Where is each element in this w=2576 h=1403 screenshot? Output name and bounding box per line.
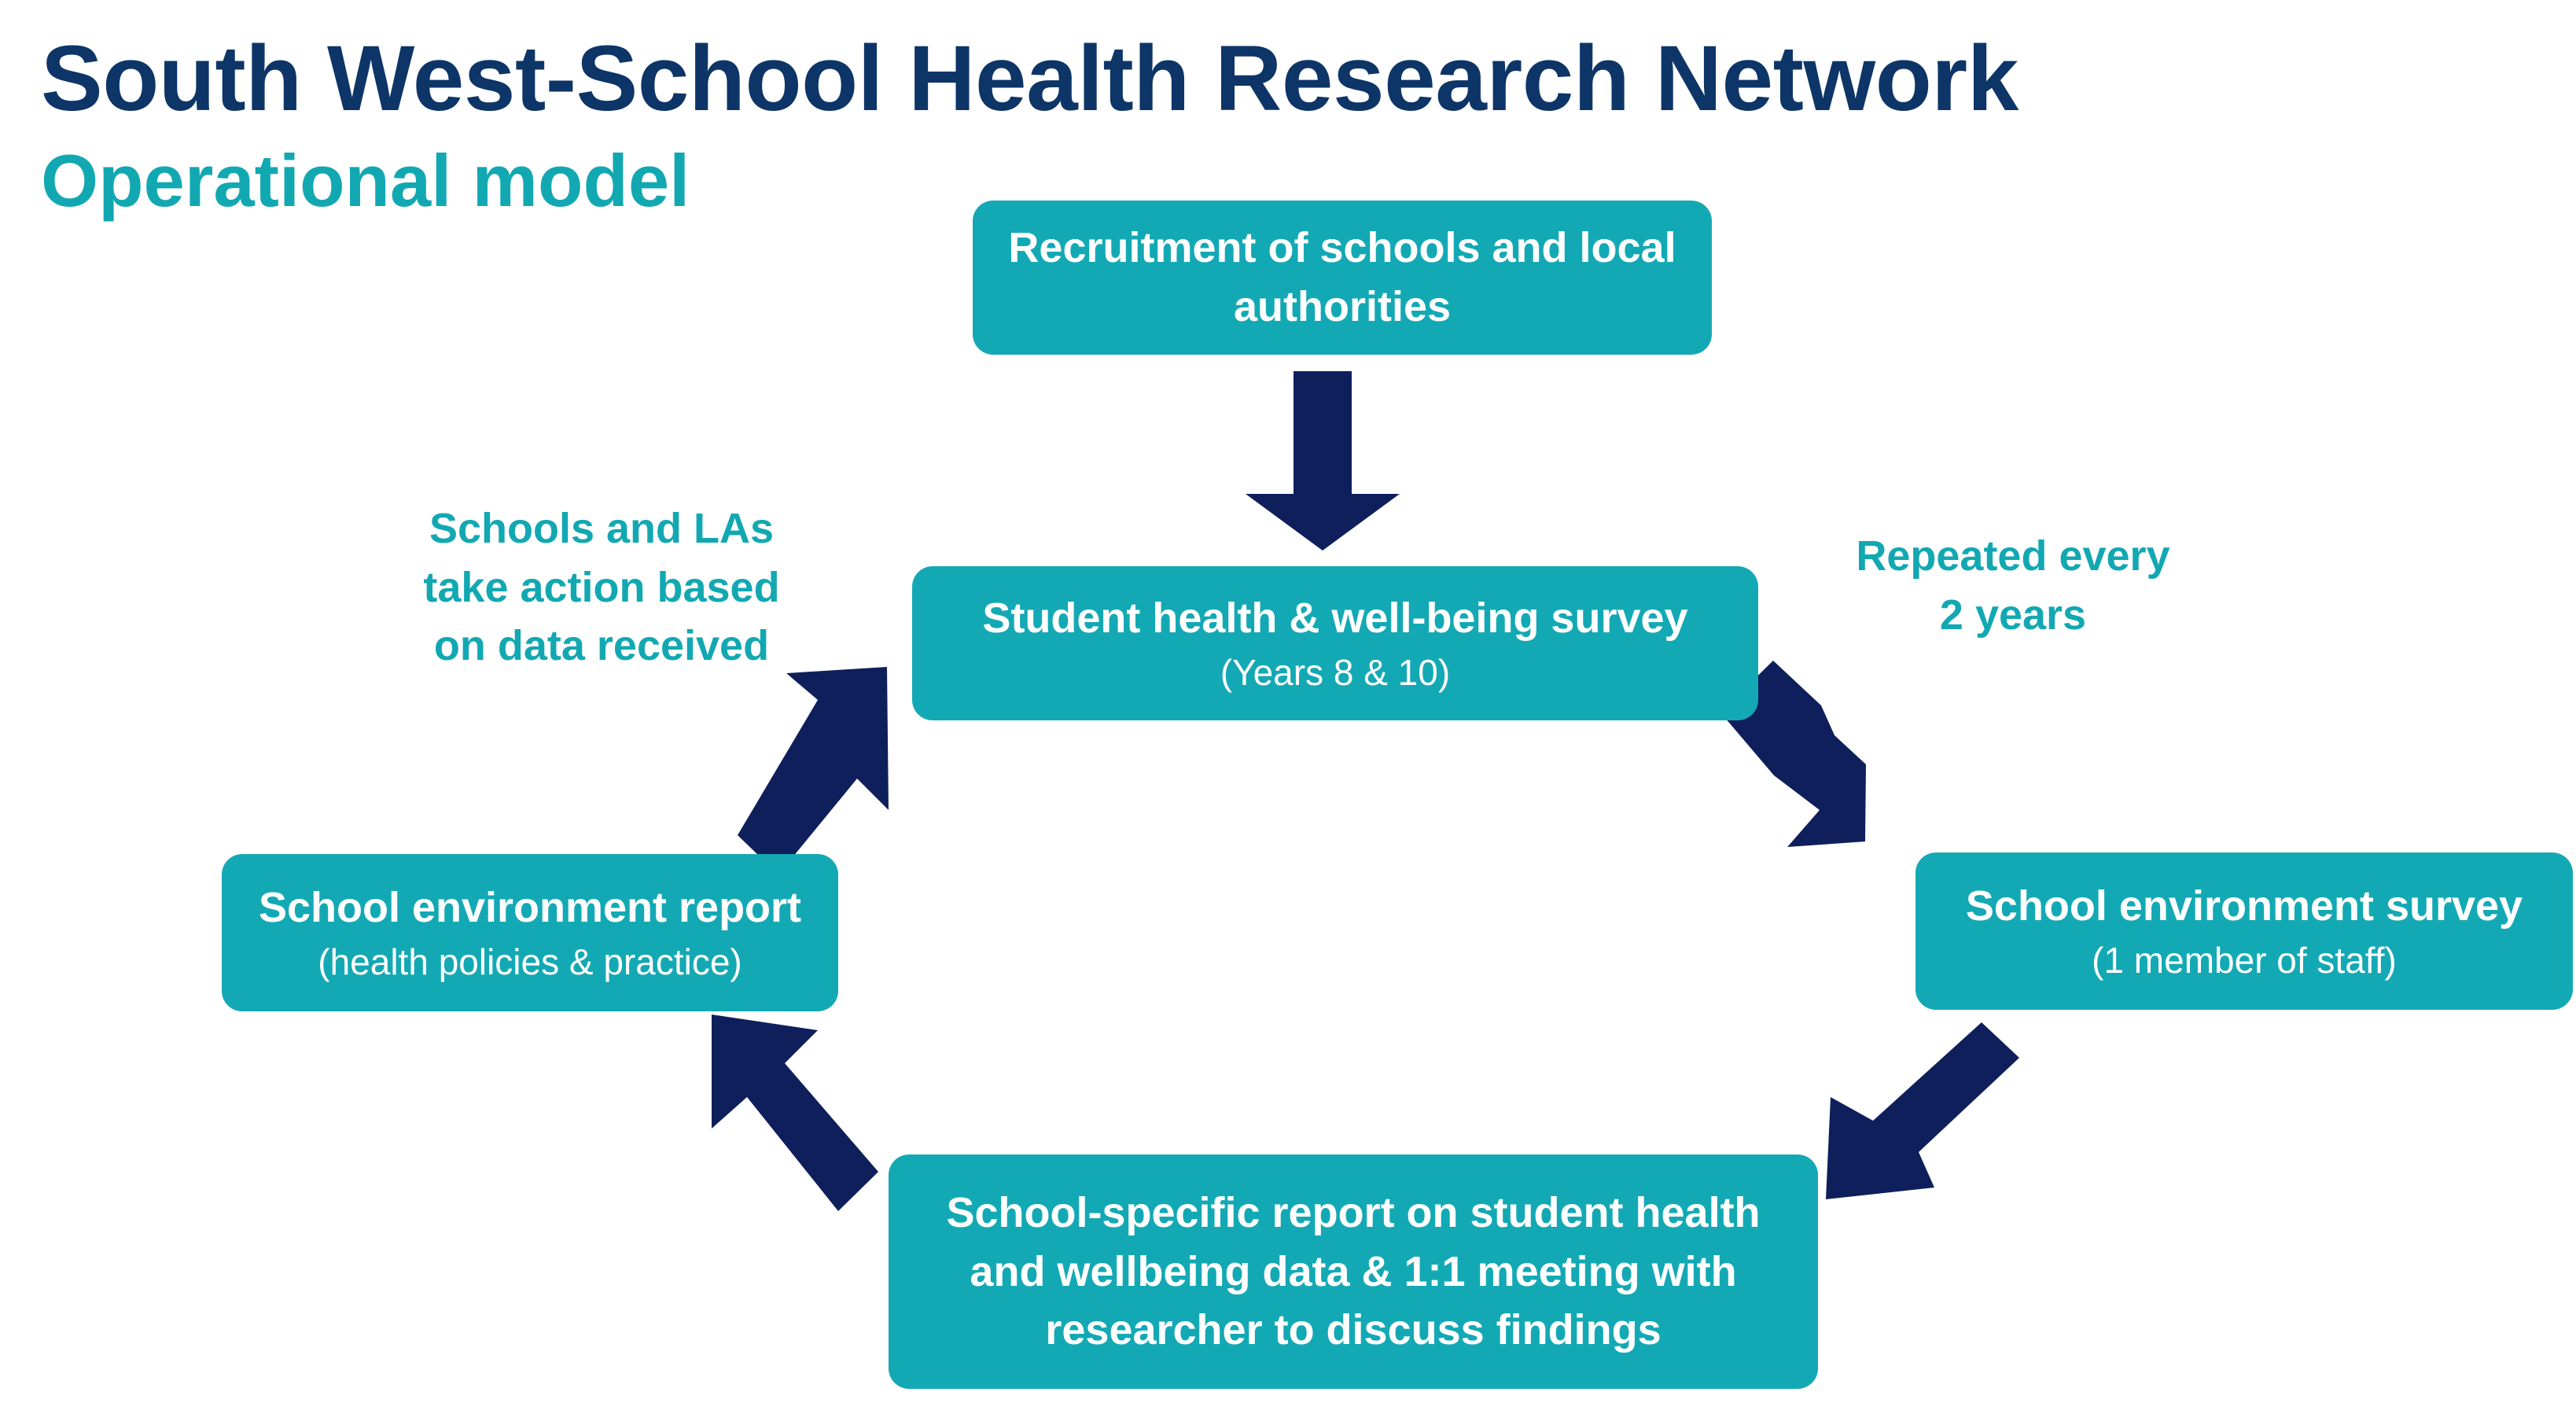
page-title: South West-School Health Research Networ…: [41, 27, 2018, 131]
student-survey-box: Student health & well-being survey (Year…: [912, 566, 1758, 720]
recruitment-box: Recruitment of schools and local authori…: [973, 201, 1712, 355]
student-survey-label: Student health & well-being survey: [982, 595, 1688, 642]
arrow-recruitment-to-survey: [1246, 371, 1400, 551]
environment-report-box: School environment report (health polici…: [222, 854, 838, 1011]
specific-report-label: School-specific report on student health…: [946, 1189, 1761, 1354]
arrow-specific-report-to-environment-report: [712, 1015, 878, 1211]
recruitment-label: Recruitment of schools and local authori…: [1008, 224, 1676, 330]
note-take-action: Schools and LAs take action based on dat…: [423, 505, 780, 670]
environment-report-label: School environment report: [258, 884, 802, 931]
environment-survey-sublabel: (1 member of staff): [2092, 939, 2397, 981]
page-subtitle: Operational model: [41, 139, 690, 222]
environment-survey-box: School environment survey (1 member of s…: [1915, 852, 2573, 1010]
specific-report-box: School-specific report on student health…: [889, 1154, 1818, 1389]
arrow-environment-survey-to-specific-report: [1826, 1022, 2019, 1199]
environment-report-sublabel: (health policies & practice): [318, 941, 742, 982]
student-survey-sublabel: (Years 8 & 10): [1220, 651, 1451, 693]
arrow-environment-report-to-survey: [738, 667, 889, 875]
environment-survey-label: School environment survey: [1965, 882, 2523, 930]
note-repeated: Repeated every 2 years: [1856, 532, 2170, 639]
